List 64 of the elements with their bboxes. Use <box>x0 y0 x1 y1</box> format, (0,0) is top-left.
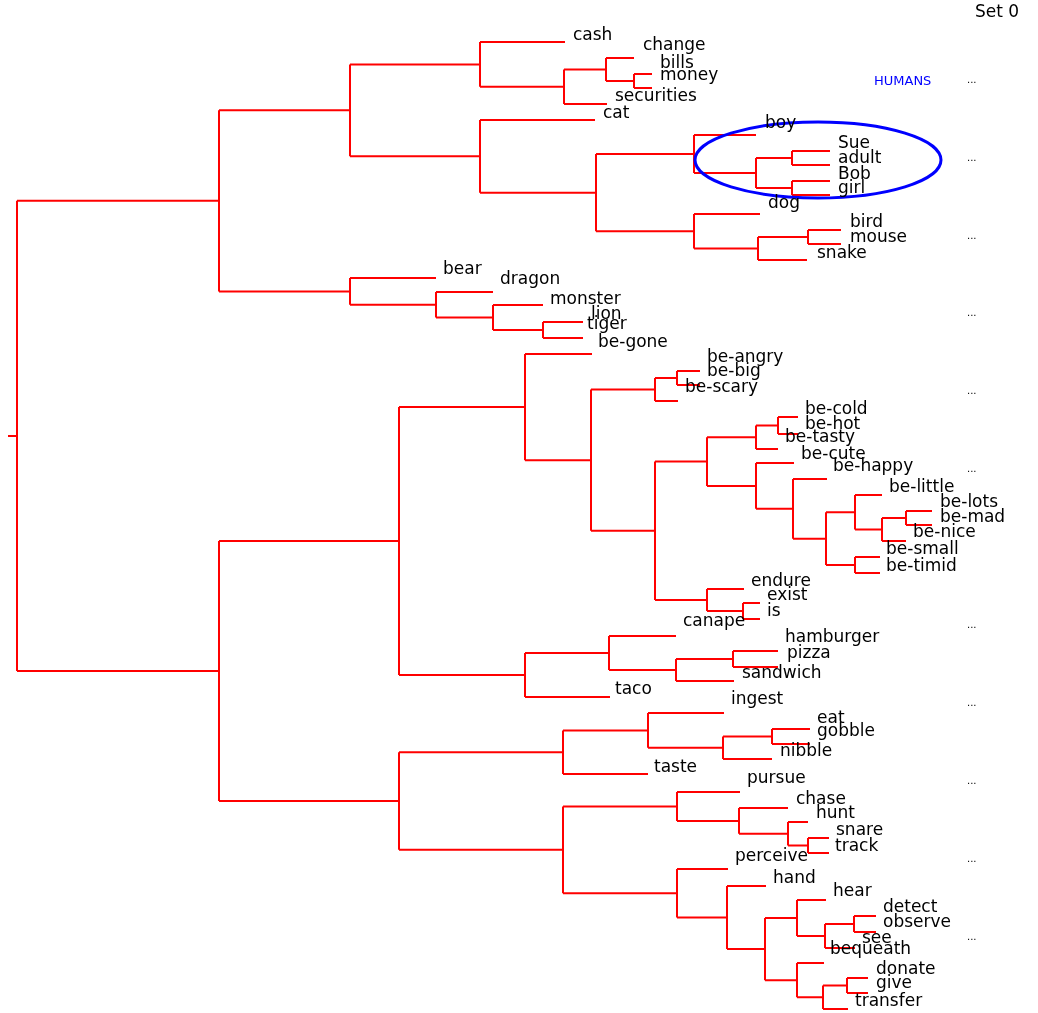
leaf-label: gobble <box>817 722 875 738</box>
leaf-label: bird <box>850 213 883 229</box>
leaf-label: pizza <box>787 644 831 660</box>
leaf-label: be-happy <box>833 457 914 473</box>
leaf-label: endure <box>751 572 811 588</box>
leaf-label: exist <box>767 586 808 602</box>
leaf-label: perceive <box>735 847 808 863</box>
leaf-label: track <box>835 837 879 853</box>
leaf-label: dragon <box>500 270 561 286</box>
group-label: HUMANS <box>874 74 932 88</box>
leaf-label: be-lots <box>940 493 999 509</box>
leaf-label: girl <box>838 179 866 195</box>
leaf-label: be-tasty <box>785 428 856 444</box>
leaf-label: hear <box>833 882 872 898</box>
ellipsis-marker: ... <box>967 620 977 630</box>
leaf-label: ingest <box>731 690 784 706</box>
leaf-label: canape <box>683 612 746 628</box>
leaf-label: taste <box>654 758 698 774</box>
ellipsis-marker: ... <box>967 932 977 942</box>
ellipsis-marker: ... <box>967 386 977 396</box>
leaf-label: sandwich <box>742 664 822 680</box>
ellipsis-marker: ... <box>967 75 977 85</box>
leaf-label: monster <box>550 290 621 306</box>
header-text: Set 0 <box>975 3 1020 19</box>
ellipsis-marker: ... <box>967 698 977 708</box>
leaf-label: be-nice <box>913 523 976 539</box>
leaf-label: Sue <box>838 134 871 150</box>
leaf-label: hamburger <box>785 628 880 644</box>
leaf-label: be-mad <box>940 508 1006 524</box>
leaf-label: be-scary <box>685 378 759 394</box>
leaf-label: be-gone <box>598 333 668 349</box>
leaf-label: donate <box>876 960 936 976</box>
leaf-label: observe <box>883 913 952 929</box>
leaf-label: adult <box>838 149 882 165</box>
leaf-label: cash <box>573 26 613 42</box>
leaf-label: is <box>767 602 781 618</box>
leaf-label: be-timid <box>886 557 957 573</box>
leaf-label: securities <box>615 87 697 103</box>
leaf-label: snare <box>836 821 884 837</box>
leaf-label: be-small <box>886 540 959 556</box>
leaf-label: dog <box>768 194 800 210</box>
leaf-label: be-cold <box>805 400 868 416</box>
leaf-label: detect <box>883 898 938 914</box>
leaf-label: nibble <box>780 742 833 758</box>
leaf-label: hand <box>773 869 816 885</box>
leaf-label: taco <box>615 680 652 696</box>
leaf-label: chase <box>796 790 846 806</box>
ellipsis-marker: ... <box>967 153 977 163</box>
leaf-label: snake <box>817 244 867 260</box>
leaf-label: bear <box>443 260 482 276</box>
leaf-label: Bob <box>838 165 871 181</box>
leaf-label: be-little <box>889 478 955 494</box>
leaf-label: pursue <box>747 769 806 785</box>
leaf-label: transfer <box>855 992 923 1008</box>
leaf-label: hunt <box>816 804 855 820</box>
ellipsis-marker: ... <box>967 231 977 241</box>
ellipsis-marker: ... <box>967 308 977 318</box>
ellipsis-marker: ... <box>967 464 977 474</box>
ellipsis-marker: ... <box>967 776 977 786</box>
leaf-label: cat <box>603 104 630 120</box>
leaf-label: be-angry <box>707 348 784 364</box>
leaf-label: mouse <box>850 228 908 244</box>
ellipsis-marker: ... <box>967 854 977 864</box>
leaf-label: bills <box>660 54 694 70</box>
